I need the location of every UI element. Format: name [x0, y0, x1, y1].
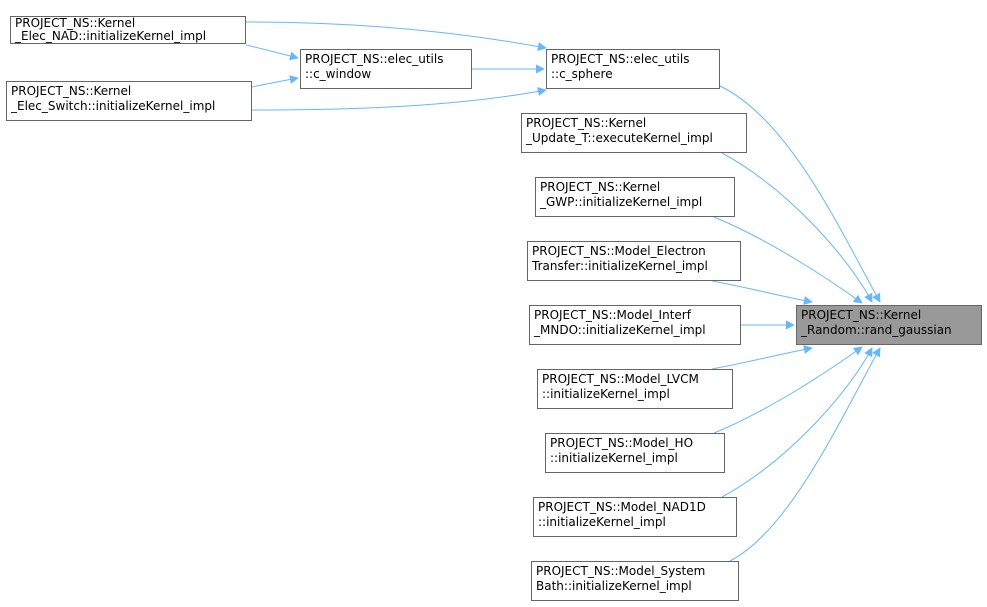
edge-rand-gaussian-to-electron-tr — [711, 280, 813, 305]
graph-node-gwp[interactable]: PROJECT_NS::Kernel_GWP::initializeKernel… — [535, 177, 735, 217]
node-label-line: PROJECT_NS::Model_LVCM — [542, 372, 699, 386]
node-label-line: PROJECT_NS::Kernel — [540, 180, 661, 194]
graph-node-rand-gaussian[interactable]: PROJECT_NS::Kernel_Random::rand_gaussian — [796, 305, 982, 345]
node-label-line: ::c_window — [305, 67, 372, 81]
node-label-line: _GWP::initializeKernel_impl — [540, 195, 703, 209]
node-label-line: PROJECT_NS::Model_HO — [550, 436, 694, 450]
edge-c-window-to-elec-nad — [245, 44, 299, 61]
graph-node-c-window[interactable]: PROJECT_NS::elec_utils::c_window — [300, 49, 472, 89]
node-label-line: PROJECT_NS::Kernel — [801, 308, 922, 322]
node-label-line: PROJECT_NS::Model_Electron — [532, 244, 706, 258]
graph-node-elec-switch[interactable]: PROJECT_NS::Kernel_Elec_Switch::initiali… — [6, 81, 252, 121]
node-label-line: PROJECT_NS::Kernel — [15, 16, 136, 30]
node-label-line: PROJECT_NS::Model_System — [536, 564, 706, 578]
graph-node-elec-nad[interactable]: PROJECT_NS::Kernel_Elec_NAD::initializeK… — [10, 16, 246, 44]
node-label-line: Bath::initializeKernel_impl — [536, 579, 692, 593]
node-label-line: _Elec_Switch::initializeKernel_impl — [11, 99, 216, 113]
edge-rand-gaussian-to-lvcm — [711, 345, 813, 370]
edge-rand-gaussian-to-update-t — [721, 152, 873, 303]
edge-c-sphere-to-elec-switch — [251, 87, 547, 111]
node-label-line: PROJECT_NS::Kernel — [526, 116, 647, 130]
node-label-line: ::c_sphere — [551, 67, 613, 81]
node-label-line: ::initializeKernel_impl — [538, 515, 666, 529]
node-label-line: _Elec_NAD::initializeKernel_impl — [15, 29, 207, 43]
node-label-line: PROJECT_NS::Kernel — [11, 84, 132, 98]
edge-rand-gaussian-to-nad1d — [721, 347, 873, 498]
graph-node-ho[interactable]: PROJECT_NS::Model_HO::initializeKernel_i… — [545, 433, 725, 473]
graph-node-nad1d[interactable]: PROJECT_NS::Model_NAD1D::initializeKerne… — [533, 497, 737, 537]
node-label-line: ::initializeKernel_impl — [542, 387, 670, 401]
edge-rand-gaussian-to-gwp — [713, 216, 863, 304]
node-label-line: PROJECT_NS::elec_utils — [551, 52, 690, 66]
edge-rand-gaussian-to-c-sphere — [719, 85, 881, 303]
node-label-line: ::initializeKernel_impl — [550, 451, 678, 465]
node-label-line: _Random::rand_gaussian — [801, 323, 952, 337]
edge-c-sphere-to-elec-nad — [245, 21, 547, 51]
graph-node-lvcm[interactable]: PROJECT_NS::Model_LVCM::initializeKernel… — [537, 369, 733, 409]
node-label-line: _MNDO::initializeKernel_impl — [534, 323, 706, 337]
graph-node-c-sphere[interactable]: PROJECT_NS::elec_utils::c_sphere — [546, 49, 720, 89]
edge-c-window-to-elec-switch — [251, 75, 299, 88]
node-label-line: _Update_T::executeKernel_impl — [526, 131, 713, 145]
node-label-line: PROJECT_NS::elec_utils — [305, 52, 444, 66]
node-label-line: PROJECT_NS::Model_NAD1D — [538, 500, 706, 514]
edge-rand-gaussian-to-ho — [713, 346, 863, 434]
node-label-line: PROJECT_NS::Model_Interf — [534, 308, 691, 322]
edge-rand-gaussian-to-system-bath — [729, 347, 881, 562]
graph-node-interf-mndo[interactable]: PROJECT_NS::Model_Interf_MNDO::initializ… — [529, 305, 741, 345]
node-label-line: Transfer::initializeKernel_impl — [532, 259, 708, 273]
graph-node-update-t[interactable]: PROJECT_NS::Kernel_Update_T::executeKern… — [521, 113, 747, 153]
